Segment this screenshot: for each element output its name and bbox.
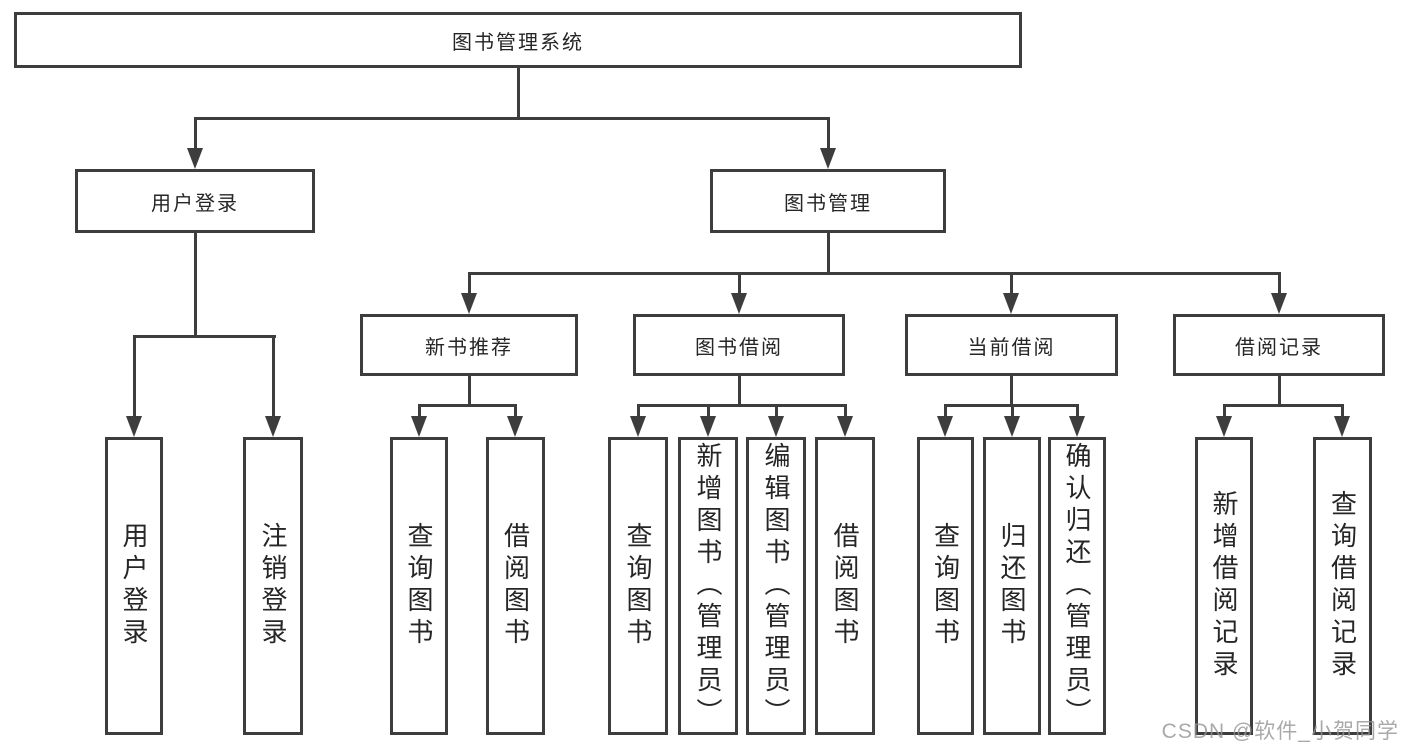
connector-drop xyxy=(1340,404,1344,418)
node-current-borrowing: 当前借阅 xyxy=(905,314,1118,376)
leaf-label: 借阅图书 xyxy=(500,522,531,650)
node-user-login: 用户登录 xyxy=(75,169,315,233)
leaf-query-books-current: 查询图书 xyxy=(917,437,974,735)
leaf-edit-books-admin: 编辑图书（管理员） xyxy=(746,437,806,735)
connector-user-login-stem xyxy=(193,233,197,338)
connector-drop xyxy=(193,117,197,150)
leaf-label: 查询图书 xyxy=(404,522,434,650)
leaf-label: 查询图书 xyxy=(623,522,653,650)
connector-drop xyxy=(1010,404,1014,418)
connector-drop xyxy=(843,404,847,418)
connector-borrowing-stem xyxy=(737,376,741,407)
arrow-down-icon xyxy=(1216,416,1232,437)
arrow-down-icon xyxy=(126,416,142,437)
leaf-label: 用户登录 xyxy=(119,522,149,650)
arrow-down-icon xyxy=(187,148,203,169)
connector-recommend-bar xyxy=(417,404,517,407)
arrow-down-icon xyxy=(630,416,646,437)
connector-drop xyxy=(1277,272,1281,297)
connector-drop xyxy=(271,335,275,418)
leaf-confirm-return-admin: 确认归还（管理员） xyxy=(1048,437,1106,735)
arrow-down-icon xyxy=(411,416,427,437)
connector-drop xyxy=(417,404,421,418)
node-book-management: 图书管理 xyxy=(710,169,946,233)
connector-records-stem xyxy=(1277,376,1281,407)
connector-drop xyxy=(706,404,710,418)
arrow-down-icon xyxy=(461,293,477,314)
connector-root-bar xyxy=(193,117,830,120)
connector-drop xyxy=(1075,404,1079,418)
csdn-watermark: CSDN @软件_小贺同学 xyxy=(1161,720,1399,743)
leaf-return-books: 归还图书 xyxy=(983,437,1041,735)
connector-drop xyxy=(132,335,136,418)
connector-drop xyxy=(636,404,640,418)
connector-drop xyxy=(467,272,471,297)
connector-user-login-bar xyxy=(132,335,276,338)
connector-drop xyxy=(513,404,517,418)
arrow-down-icon xyxy=(768,416,784,437)
connector-book-mgmt-bar xyxy=(467,272,1281,275)
leaf-label: 新增借阅记录 xyxy=(1209,490,1239,682)
node-new-book-recommendation: 新书推荐 xyxy=(360,314,578,376)
connector-book-mgmt-stem xyxy=(826,233,830,275)
leaf-query-books-borrow: 查询图书 xyxy=(608,437,668,735)
node-library-management-system: 图书管理系统 xyxy=(14,12,1022,68)
connector-recommend-stem xyxy=(467,376,471,407)
leaf-label: 确认归还（管理员） xyxy=(1062,442,1092,730)
connector-current-stem xyxy=(1009,376,1013,407)
arrow-down-icon xyxy=(265,416,281,437)
arrow-down-icon xyxy=(1271,293,1287,314)
arrow-down-icon xyxy=(700,416,716,437)
leaf-borrow-books: 借阅图书 xyxy=(815,437,875,735)
arrow-down-icon xyxy=(1069,416,1085,437)
arrow-down-icon xyxy=(1003,293,1019,314)
leaf-label: 查询图书 xyxy=(930,522,961,650)
connector-drop xyxy=(943,404,947,418)
connector-drop xyxy=(774,404,778,418)
leaf-label: 查询借阅记录 xyxy=(1327,490,1358,682)
node-book-borrowing: 图书借阅 xyxy=(633,314,845,376)
leaf-borrow-books-recommend: 借阅图书 xyxy=(486,437,545,735)
connector-drop xyxy=(1009,272,1013,297)
arrow-down-icon xyxy=(937,416,953,437)
leaf-label: 借阅图书 xyxy=(830,522,860,650)
leaf-label: 注销登录 xyxy=(258,522,288,650)
leaf-user-login: 用户登录 xyxy=(105,437,163,735)
leaf-query-books-recommend: 查询图书 xyxy=(390,437,448,735)
arrow-down-icon xyxy=(1004,416,1020,437)
arrow-down-icon xyxy=(507,416,523,437)
leaf-label: 编辑图书（管理员） xyxy=(761,442,791,730)
node-borrowing-records: 借阅记录 xyxy=(1173,314,1385,376)
connector-drop xyxy=(737,272,741,297)
connector-drop xyxy=(1222,404,1226,418)
connector-records-bar xyxy=(1222,404,1344,407)
leaf-add-borrow-record: 新增借阅记录 xyxy=(1195,437,1253,735)
leaf-label: 新增图书（管理员） xyxy=(693,442,723,730)
connector-drop xyxy=(826,117,830,150)
leaf-query-borrow-record: 查询借阅记录 xyxy=(1313,437,1372,735)
connector-root-stem xyxy=(516,68,520,118)
leaf-label: 归还图书 xyxy=(997,522,1027,650)
arrow-down-icon xyxy=(837,416,853,437)
leaf-add-books-admin: 新增图书（管理员） xyxy=(678,437,738,735)
arrow-down-icon xyxy=(820,148,836,169)
connector-borrowing-bar xyxy=(636,404,847,407)
arrow-down-icon xyxy=(731,293,747,314)
leaf-logout: 注销登录 xyxy=(243,437,303,735)
arrow-down-icon xyxy=(1334,416,1350,437)
